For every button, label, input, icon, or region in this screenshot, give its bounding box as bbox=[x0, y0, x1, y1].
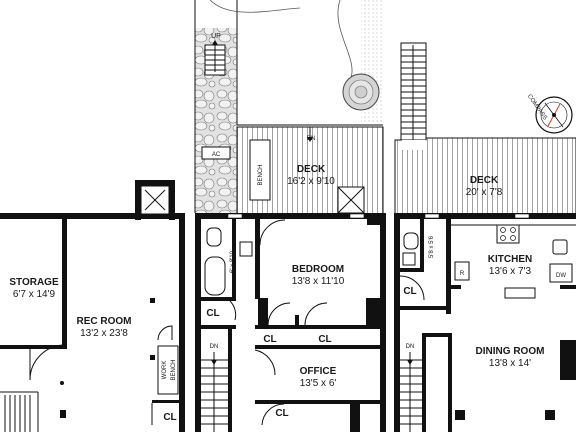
tree-icon bbox=[342, 73, 380, 111]
upper-deck-label: DECK bbox=[470, 175, 499, 186]
bedroom-dims: 13'8 x 11'10 bbox=[292, 276, 345, 287]
office-dims: 13'5 x 6' bbox=[300, 378, 337, 389]
stairs-garden bbox=[204, 40, 226, 76]
middle-closet-label-3: CL bbox=[206, 308, 219, 319]
dishwasher-label: DW bbox=[556, 273, 566, 279]
compass-icon bbox=[535, 96, 573, 134]
bench-label: BENCH bbox=[258, 164, 264, 185]
dining-room-dims: 13'8 x 14' bbox=[489, 358, 531, 369]
middle-deck-label: DECK bbox=[297, 164, 326, 175]
ac-label: AC bbox=[212, 152, 221, 158]
work-bench-label-2: BENCH bbox=[171, 359, 177, 380]
middle-closet-label-1: CL bbox=[263, 334, 276, 345]
kitchen-label: KITCHEN bbox=[488, 254, 532, 265]
rec-room-dims: 13'2 x 23'8 bbox=[80, 328, 128, 339]
middle-bath-dims: 6' x 8'10 bbox=[230, 250, 236, 273]
rec-room-label: REC ROOM bbox=[77, 316, 132, 327]
lower-closet-label: CL bbox=[163, 412, 176, 423]
stairs-upper bbox=[400, 335, 426, 432]
garden-up-label: UP bbox=[211, 33, 221, 40]
middle-level: UP AC BENCH DN DECK 16'2 x 9'10 6' x 8'1… bbox=[194, 0, 386, 432]
dining-room-label: DINING ROOM bbox=[476, 346, 545, 357]
deck-dn-label: DN bbox=[307, 136, 316, 142]
stairs-upper-top bbox=[400, 42, 427, 151]
lower-level: STORAGE 6'7 x 14'9 REC ROOM 13'2 x 23'8 … bbox=[0, 180, 185, 432]
stairs-middle bbox=[201, 329, 232, 432]
bedroom-label: BEDROOM bbox=[292, 264, 344, 275]
storage-dims: 6'7 x 14'9 bbox=[13, 289, 56, 300]
office-label: OFFICE bbox=[300, 366, 337, 377]
middle-deck-dims: 16'2 x 9'10 bbox=[287, 176, 335, 187]
refrigerator-label: R bbox=[460, 271, 465, 277]
upper-bath-dims: 5'8 x 5'6 bbox=[429, 235, 435, 258]
work-bench-label-1: WORK bbox=[162, 361, 168, 380]
upper-closet-label: CL bbox=[403, 286, 416, 297]
storage-label: STORAGE bbox=[9, 277, 59, 288]
upper-level: DN DECK 20' x 7'8 COMPASS 5'8 x 5'6 CL bbox=[394, 42, 576, 432]
middle-closet-label-4: CL bbox=[275, 408, 288, 419]
stairs-lower bbox=[0, 391, 39, 432]
middle-closet-label-2: CL bbox=[318, 334, 331, 345]
upper-deck-dims: 20' x 7'8 bbox=[466, 187, 503, 198]
upper-dn-label: DN bbox=[406, 344, 415, 350]
kitchen-dims: 13'6 x 7'3 bbox=[489, 266, 532, 277]
middle-dn-label: DN bbox=[210, 344, 219, 350]
